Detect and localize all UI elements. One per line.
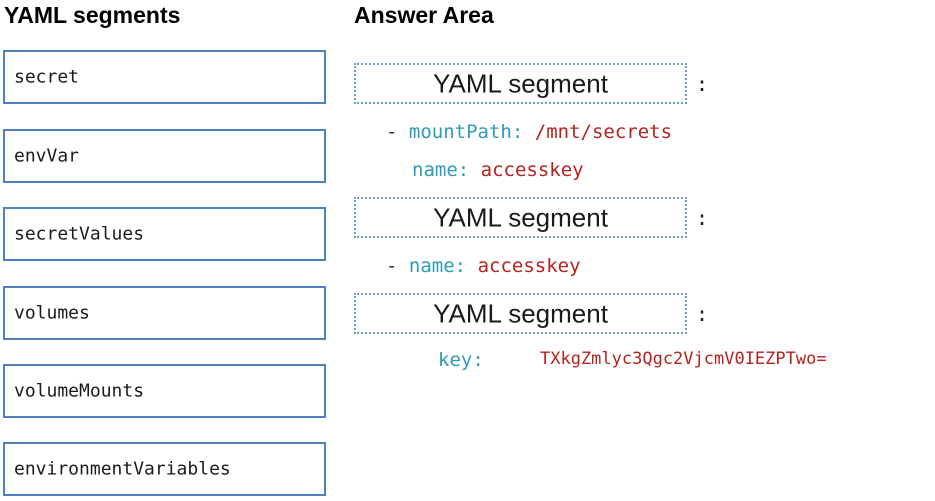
code-line-name: - name: accesskey [386,257,581,276]
segment-envvar[interactable]: envVar [3,129,326,183]
segment-label: environmentVariables [14,458,231,480]
code-line-mountpath: - mountPath: /mnt/secrets [386,123,672,142]
segment-label: secret [14,66,80,88]
code-line-name: name: accesskey [412,161,584,180]
segment-label: secretValues [14,223,145,245]
yaml-value: accesskey [480,159,584,181]
list-dash: - [386,121,398,143]
answer-area-heading: Answer Area [354,2,494,28]
drop-zone-3[interactable]: YAML segment [354,293,687,334]
drop-zone-placeholder: YAML segment [433,298,608,328]
yaml-value: /mnt/secrets [534,121,673,143]
code-line-key: key: [438,351,484,370]
yaml-key: name: [412,159,470,181]
yaml-key: key: [438,349,484,371]
yaml-value: accesskey [477,255,581,277]
yaml-key: name: [408,255,467,277]
segment-secretvalues[interactable]: secretValues [3,207,326,261]
yaml-key: mountPath: [408,121,524,143]
segment-label: volumes [14,302,90,324]
drop-zone-1[interactable]: YAML segment [354,63,687,104]
segment-volumemounts[interactable]: volumeMounts [3,364,326,418]
segment-environmentvariables[interactable]: environmentVariables [3,442,326,496]
segment-volumes[interactable]: volumes [3,286,326,340]
colon: : [696,302,709,326]
segment-label: volumeMounts [14,380,145,402]
drop-zone-placeholder: YAML segment [433,202,608,232]
yaml-value: TXkgZmlyc3Qgc2VjcmV0IEZPTwo= [540,349,827,369]
drop-zone-placeholder: YAML segment [433,68,608,98]
segments-heading: YAML segments [4,2,181,28]
colon: : [696,72,709,96]
colon: : [696,206,709,230]
segment-label: envVar [14,145,80,167]
code-line-key-value: TXkgZmlyc3Qgc2VjcmV0IEZPTwo= [540,351,827,368]
list-dash: - [386,255,398,277]
drop-zone-2[interactable]: YAML segment [354,197,687,238]
segment-secret[interactable]: secret [3,50,326,104]
